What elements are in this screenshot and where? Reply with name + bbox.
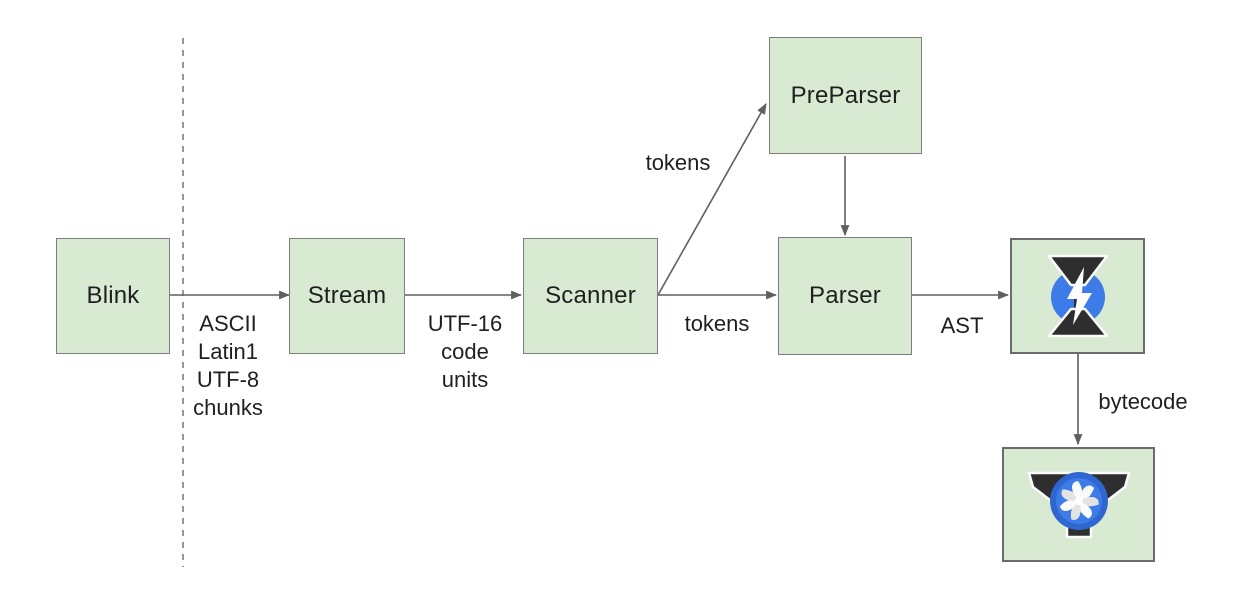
edge-label-line: UTF-8: [196, 367, 260, 392]
node-turbofan: [1002, 447, 1155, 562]
node-scanner: Scanner: [523, 238, 658, 354]
node-blink: Blink: [56, 238, 170, 354]
node-ignition: [1010, 238, 1145, 354]
edge-label-utf16-code-units: UTF-16 code units: [428, 310, 503, 394]
node-label: Stream: [307, 282, 387, 309]
edge-label-ast: AST: [941, 312, 984, 340]
edge-label-line: code: [441, 339, 489, 364]
fan-blades: [1059, 480, 1099, 520]
edge-label-line: units: [441, 367, 489, 392]
node-stream: Stream: [289, 238, 405, 354]
node-preparser: PreParser: [769, 37, 922, 154]
node-parser: Parser: [778, 237, 912, 355]
edge-label-line: tokens: [684, 311, 750, 336]
edge-label-ascii-chunks: ASCII Latin1 UTF-8 chunks: [193, 310, 263, 422]
edge-label-tokens-preparser: tokens: [646, 149, 711, 177]
edge-label-line: bytecode: [1098, 389, 1188, 414]
node-label: Scanner: [545, 282, 636, 309]
edge-label-line: chunks: [193, 395, 263, 420]
edge-label-line: AST: [940, 313, 984, 338]
edge-label-line: ASCII: [199, 311, 257, 336]
arrow-scanner-to-preparser: [657, 103, 767, 296]
edge-label-line: UTF-16: [427, 311, 503, 336]
edge-label-line: Latin1: [198, 339, 258, 364]
node-label: Blink: [86, 282, 140, 309]
ignition-logo-icon: [1047, 254, 1108, 338]
turbofan-logo-icon: [1027, 471, 1130, 538]
edge-label-tokens-parser: tokens: [685, 310, 750, 338]
node-label: Parser: [809, 282, 881, 309]
node-label: PreParser: [790, 81, 901, 109]
edge-label-line: tokens: [645, 150, 711, 175]
edge-label-bytecode: bytecode: [1098, 388, 1187, 416]
